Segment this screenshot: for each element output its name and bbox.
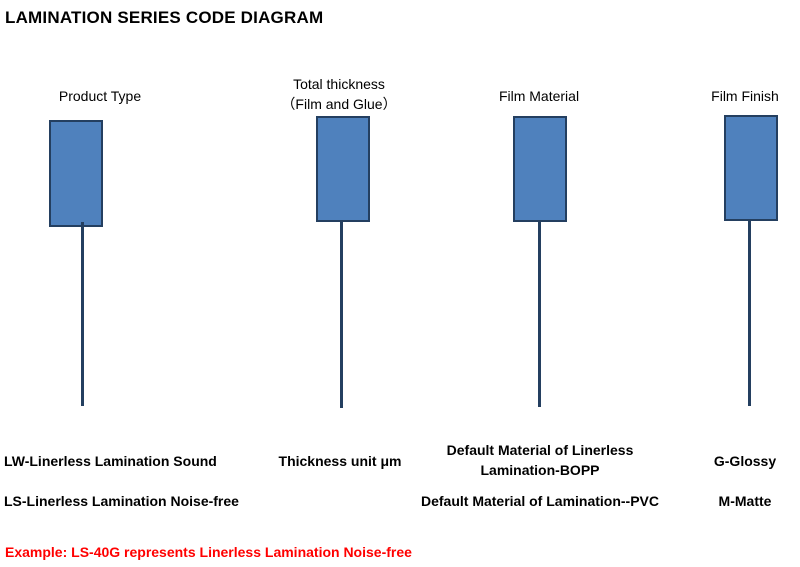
total-thickness-box bbox=[316, 116, 370, 222]
film-material-box bbox=[513, 116, 567, 222]
film-material-label: Film Material bbox=[498, 88, 580, 104]
product-type-box bbox=[49, 120, 103, 227]
film-finish-box bbox=[724, 115, 778, 221]
film-finish-stem bbox=[748, 219, 751, 406]
film-material-desc-bopp: Default Material of Linerless Lamination… bbox=[420, 440, 660, 480]
total-thickness-label-line2: （Film and Glue） bbox=[281, 96, 397, 112]
product-type-desc-lw: LW-Linerless Lamination Sound bbox=[4, 453, 217, 469]
film-finish-desc-matte: M-Matte bbox=[718, 493, 772, 509]
film-finish-desc-glossy: G-Glossy bbox=[713, 453, 777, 469]
film-finish-label: Film Finish bbox=[711, 88, 779, 104]
total-thickness-stem bbox=[340, 220, 343, 408]
diagram-title: LAMINATION SERIES CODE DIAGRAM bbox=[5, 8, 324, 27]
film-material-stem bbox=[538, 220, 541, 407]
thickness-unit-desc: Thickness unit μm bbox=[278, 453, 402, 469]
film-material-desc-bopp-line2: Lamination-BOPP bbox=[480, 462, 600, 478]
film-material-desc-bopp-line1: Default Material of Linerless bbox=[446, 442, 634, 458]
total-thickness-label-line1: Total thickness bbox=[293, 76, 385, 92]
product-type-stem bbox=[81, 222, 84, 406]
product-type-label: Product Type bbox=[58, 88, 142, 104]
example-note: Example: LS-40G represents Linerless Lam… bbox=[5, 544, 412, 560]
product-type-desc-ls: LS-Linerless Lamination Noise-free bbox=[4, 493, 239, 509]
total-thickness-label: Total thickness （Film and Glue） bbox=[269, 74, 409, 114]
film-material-desc-pvc: Default Material of Lamination--PVC bbox=[420, 493, 660, 509]
